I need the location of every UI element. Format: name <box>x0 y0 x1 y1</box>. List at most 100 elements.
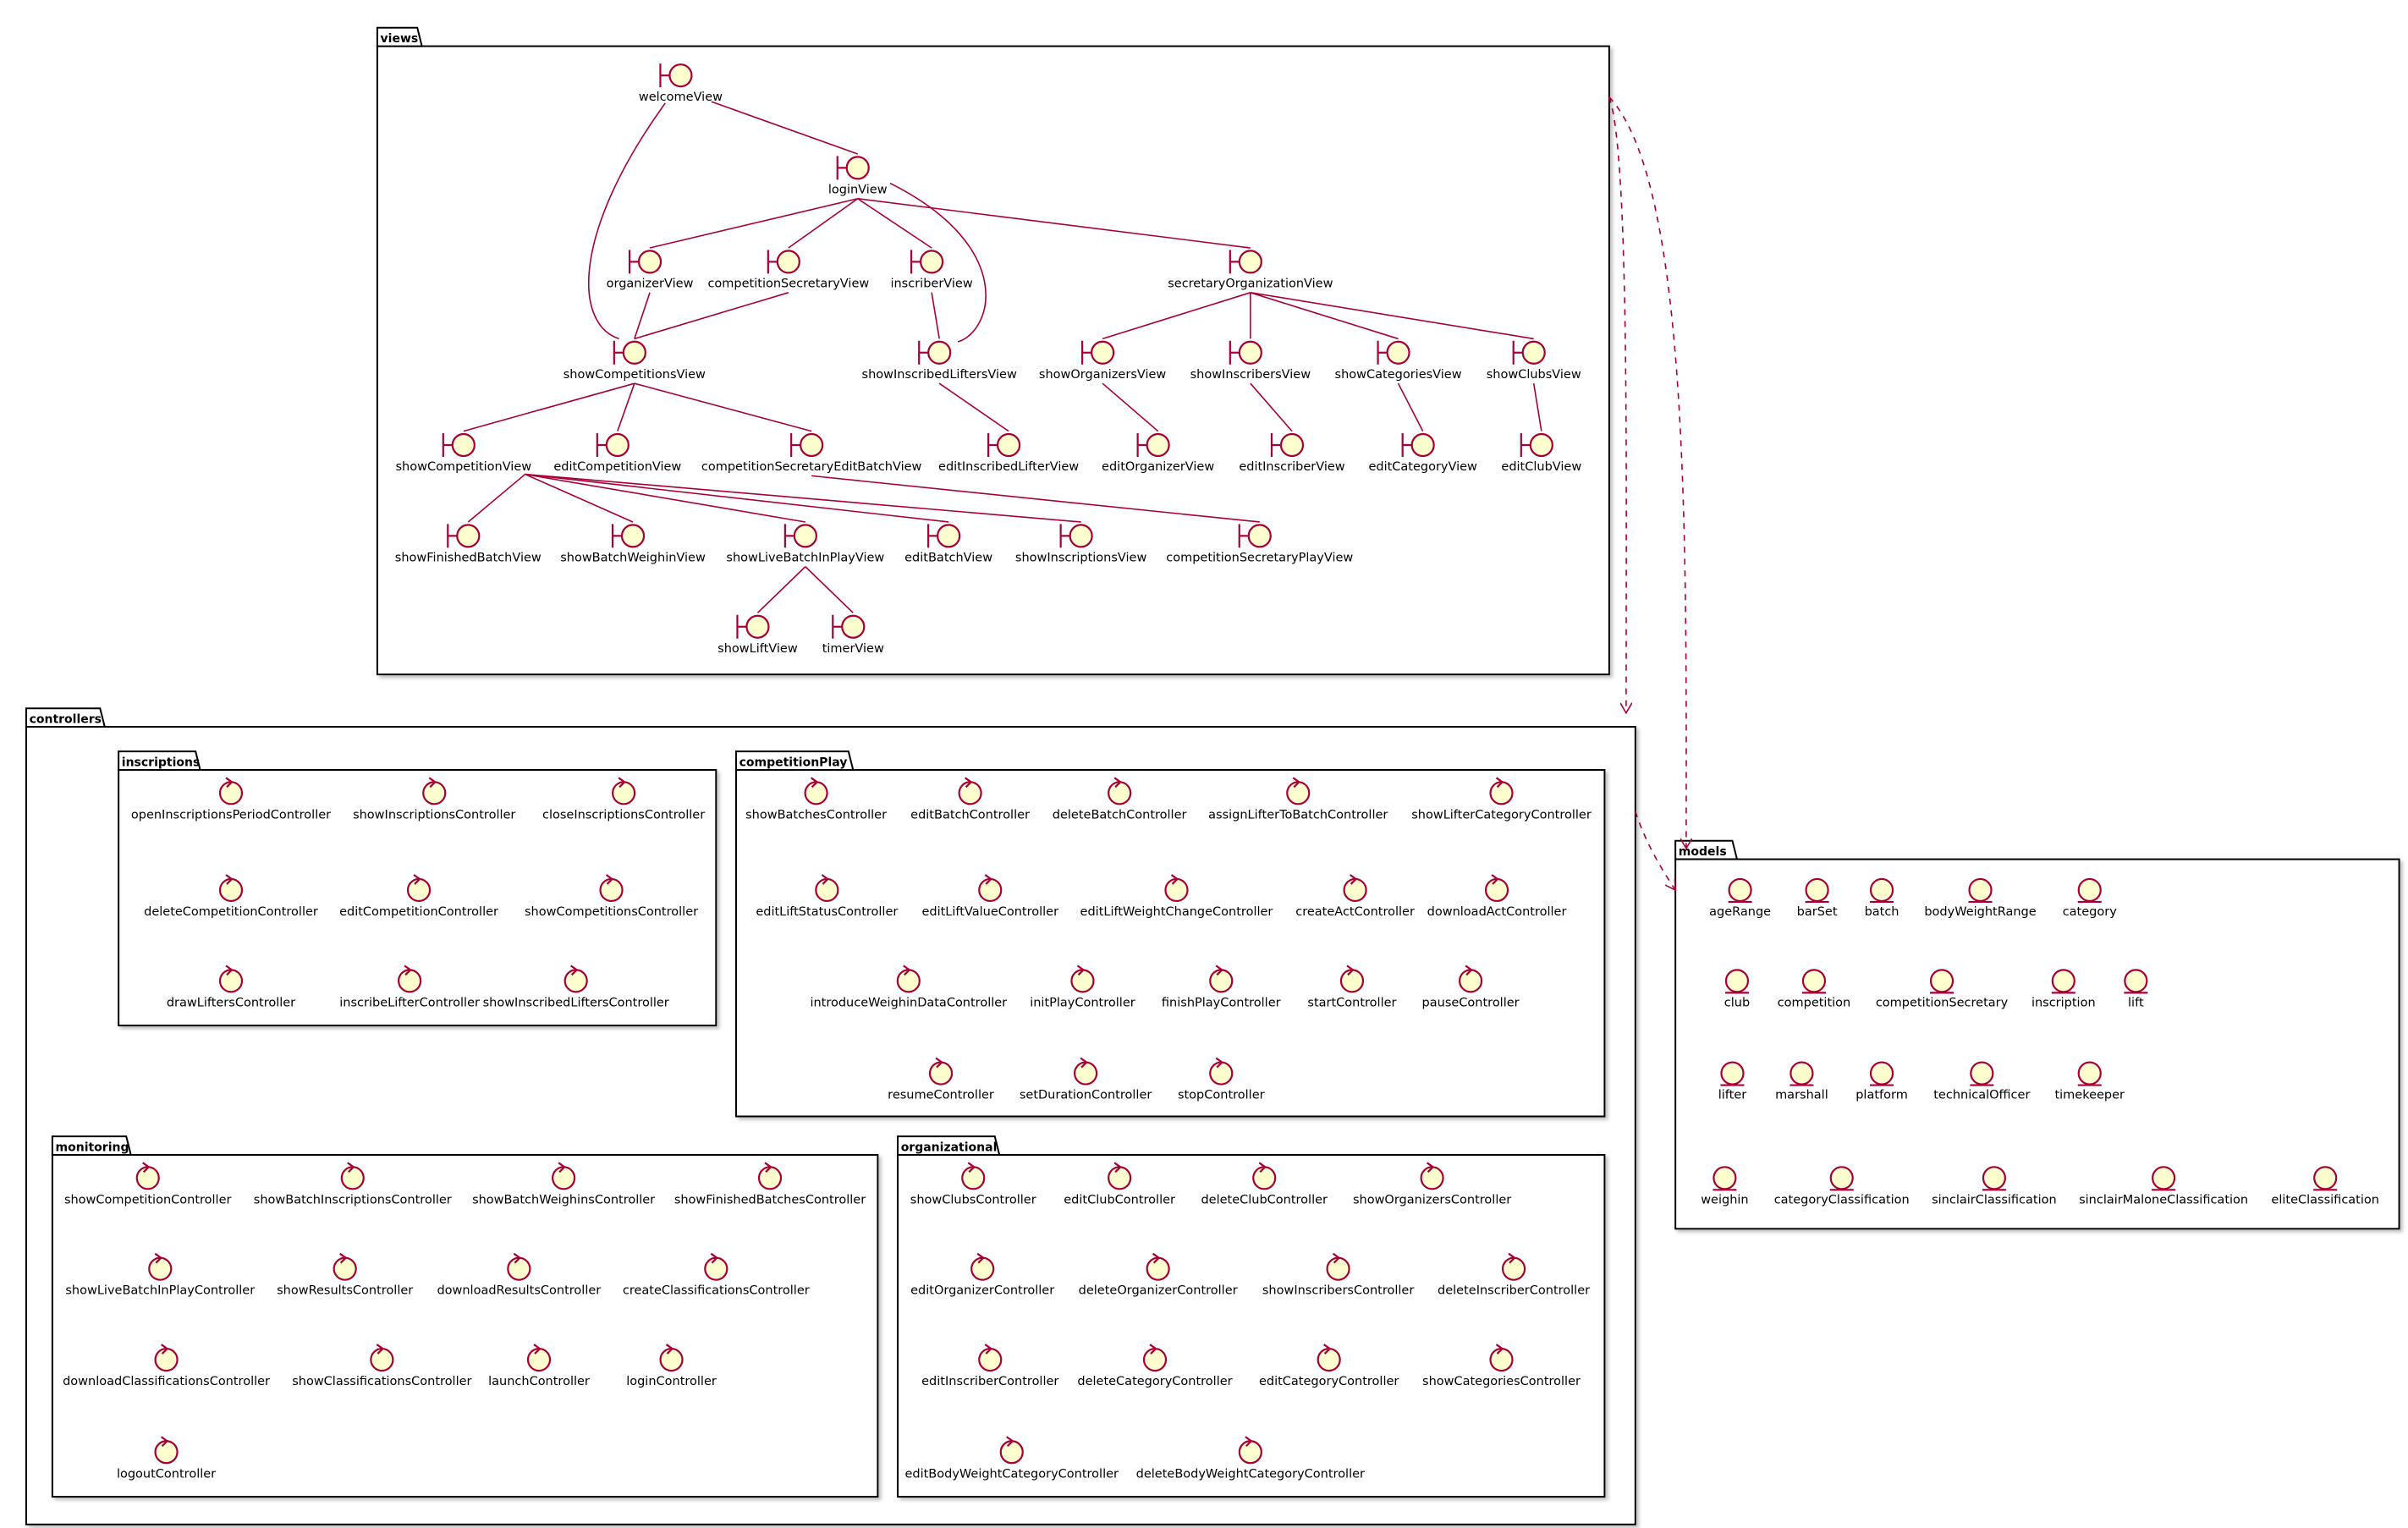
node-showLiveBatchInPlayView[interactable]: showLiveBatchInPlayView <box>726 524 884 564</box>
node-logoutController[interactable]: logoutController <box>117 1436 216 1481</box>
node-competitionSecretaryPlayView[interactable]: competitionSecretaryPlayView <box>1166 524 1353 564</box>
node-marshall[interactable]: marshall <box>1775 1061 1828 1102</box>
node-categoryClassification[interactable]: categoryClassification <box>1774 1166 1910 1206</box>
node-competitionSecretary[interactable]: competitionSecretary <box>1876 969 2009 1009</box>
node-showLiveBatchInPlayController[interactable]: showLiveBatchInPlayController <box>65 1252 255 1298</box>
node-showClubsView[interactable]: showClubsView <box>1487 340 1581 382</box>
node-sinclairMaloneClassification[interactable]: sinclairMaloneClassification <box>2079 1166 2248 1206</box>
node-deleteBatchController[interactable]: deleteBatchController <box>1053 777 1187 822</box>
node-lifter[interactable]: lifter <box>1718 1061 1747 1102</box>
node-editLiftValueController[interactable]: editLiftValueController <box>921 874 1058 919</box>
node-editClubController[interactable]: editClubController <box>1064 1162 1175 1206</box>
node-showOrganizersController[interactable]: showOrganizersController <box>1353 1162 1511 1206</box>
node-downloadResultsController[interactable]: downloadResultsController <box>437 1252 601 1298</box>
node-weighin[interactable]: weighin <box>1701 1166 1749 1206</box>
node-assignLifterToBatchController[interactable]: assignLifterToBatchController <box>1208 777 1388 822</box>
node-competitionSecretaryEditBatchView[interactable]: competitionSecretaryEditBatchView <box>701 432 922 474</box>
node-editCompetitionView[interactable]: editCompetitionView <box>553 432 681 474</box>
node-batch[interactable]: batch <box>1865 877 1899 919</box>
node-showCompetitionsController[interactable]: showCompetitionsController <box>525 874 698 919</box>
node-deleteInscriberController[interactable]: deleteInscriberController <box>1438 1252 1590 1298</box>
node-competition[interactable]: competition <box>1778 969 1851 1009</box>
node-organizerView[interactable]: organizerView <box>607 250 694 290</box>
node-showInscribedLiftersController[interactable]: showInscribedLiftersController <box>483 965 669 1009</box>
node-deleteCategoryController[interactable]: deleteCategoryController <box>1077 1344 1233 1388</box>
node-drawLiftersController[interactable]: drawLiftersController <box>167 965 295 1009</box>
node-showInscriptionsView[interactable]: showInscriptionsView <box>1015 524 1147 564</box>
node-welcomeView[interactable]: welcomeView <box>639 63 723 104</box>
node-showCompetitionController[interactable]: showCompetitionController <box>64 1162 232 1206</box>
node-showInscribersView[interactable]: showInscribersView <box>1190 340 1311 382</box>
node-showBatchesController[interactable]: showBatchesController <box>745 777 887 822</box>
node-editBodyWeightCategoryController[interactable]: editBodyWeightCategoryController <box>904 1436 1119 1481</box>
node-editInscriberView[interactable]: editInscriberView <box>1239 432 1345 474</box>
node-editOrganizerController[interactable]: editOrganizerController <box>910 1252 1054 1298</box>
node-timerView[interactable]: timerView <box>822 614 884 656</box>
node-showCompetitionsView[interactable]: showCompetitionsView <box>564 340 706 382</box>
node-deleteClubController[interactable]: deleteClubController <box>1201 1162 1328 1206</box>
node-bodyWeightRange[interactable]: bodyWeightRange <box>1924 877 2037 919</box>
node-showClubsController[interactable]: showClubsController <box>910 1162 1036 1206</box>
node-inscribeLifterController[interactable]: inscribeLifterController <box>339 965 480 1009</box>
node-showLifterCategoryController[interactable]: showLifterCategoryController <box>1411 777 1592 822</box>
node-technicalOfficer[interactable]: technicalOfficer <box>1933 1061 2030 1102</box>
node-editLiftWeightChangeController[interactable]: editLiftWeightChangeController <box>1080 874 1273 919</box>
node-showOrganizersView[interactable]: showOrganizersView <box>1039 340 1167 382</box>
node-ageRange[interactable]: ageRange <box>1709 877 1771 919</box>
node-startController[interactable]: startController <box>1307 965 1397 1009</box>
node-secretaryOrganizationView[interactable]: secretaryOrganizationView <box>1168 250 1333 290</box>
node-initPlayController[interactable]: initPlayController <box>1030 965 1135 1009</box>
node-editInscribedLifterView[interactable]: editInscribedLifterView <box>938 432 1079 474</box>
node-eliteClassification[interactable]: eliteClassification <box>2271 1166 2379 1206</box>
node-closeInscriptionsController[interactable]: closeInscriptionsController <box>542 777 705 822</box>
node-editBatchController[interactable]: editBatchController <box>910 777 1030 822</box>
node-deleteOrganizerController[interactable]: deleteOrganizerController <box>1079 1252 1238 1298</box>
node-category[interactable]: category <box>2063 877 2118 919</box>
node-timekeeper[interactable]: timekeeper <box>2054 1061 2125 1102</box>
node-showCompetitionView[interactable]: showCompetitionView <box>396 432 532 474</box>
node-showFinishedBatchView[interactable]: showFinishedBatchView <box>395 524 542 564</box>
node-editCategoryView[interactable]: editCategoryView <box>1368 432 1477 474</box>
node-downloadClassificationsController[interactable]: downloadClassificationsController <box>63 1344 270 1388</box>
node-setDurationController[interactable]: setDurationController <box>1020 1057 1152 1102</box>
node-showFinishedBatchesController[interactable]: showFinishedBatchesController <box>674 1162 866 1206</box>
node-loginController[interactable]: loginController <box>626 1344 717 1388</box>
node-showClassificationsController[interactable]: showClassificationsController <box>292 1344 472 1388</box>
node-sinclairClassification[interactable]: sinclairClassification <box>1932 1166 2057 1206</box>
node-showResultsController[interactable]: showResultsController <box>277 1252 413 1298</box>
node-showCategoriesController[interactable]: showCategoriesController <box>1422 1344 1581 1388</box>
node-stopController[interactable]: stopController <box>1178 1057 1265 1102</box>
node-editClubView[interactable]: editClubView <box>1501 432 1581 474</box>
node-resumeController[interactable]: resumeController <box>888 1057 994 1102</box>
node-pauseController[interactable]: pauseController <box>1422 965 1520 1009</box>
node-showBatchInscriptionsController[interactable]: showBatchInscriptionsController <box>254 1162 452 1206</box>
node-showBatchWeighinView[interactable]: showBatchWeighinView <box>560 524 706 564</box>
node-editCompetitionController[interactable]: editCompetitionController <box>339 874 498 919</box>
node-deleteBodyWeightCategoryController[interactable]: deleteBodyWeightCategoryController <box>1136 1436 1365 1481</box>
node-competitionSecretaryView[interactable]: competitionSecretaryView <box>707 250 869 290</box>
node-openInscriptionsPeriodController[interactable]: openInscriptionsPeriodController <box>131 777 331 822</box>
node-barSet[interactable]: barSet <box>1797 877 1838 919</box>
node-club[interactable]: club <box>1724 969 1750 1009</box>
node-loginView[interactable]: loginView <box>828 156 888 196</box>
node-finishPlayController[interactable]: finishPlayController <box>1162 965 1281 1009</box>
node-showLiftView[interactable]: showLiftView <box>717 614 798 656</box>
node-introduceWeighinDataController[interactable]: introduceWeighinDataController <box>810 965 1007 1009</box>
node-editCategoryController[interactable]: editCategoryController <box>1259 1344 1399 1388</box>
node-lift[interactable]: lift <box>2124 969 2148 1009</box>
node-deleteCompetitionController[interactable]: deleteCompetitionController <box>144 874 318 919</box>
node-showInscriptionsController[interactable]: showInscriptionsController <box>353 777 515 822</box>
node-editInscriberController[interactable]: editInscriberController <box>921 1344 1058 1388</box>
node-createClassificationsController[interactable]: createClassificationsController <box>623 1252 810 1298</box>
node-downloadActController[interactable]: downloadActController <box>1427 874 1567 919</box>
node-createActController[interactable]: createActController <box>1295 874 1415 919</box>
node-inscriberView[interactable]: inscriberView <box>890 250 973 290</box>
node-showCategoriesView[interactable]: showCategoriesView <box>1335 340 1462 382</box>
node-platform[interactable]: platform <box>1855 1061 1908 1102</box>
node-showInscribedLiftersView[interactable]: showInscribedLiftersView <box>862 340 1017 382</box>
node-showInscribersController[interactable]: showInscribersController <box>1262 1252 1414 1298</box>
node-inscription[interactable]: inscription <box>2031 969 2096 1009</box>
node-launchController[interactable]: launchController <box>488 1344 590 1388</box>
node-editLiftStatusController[interactable]: editLiftStatusController <box>756 874 898 919</box>
node-editBatchView[interactable]: editBatchView <box>904 524 992 564</box>
